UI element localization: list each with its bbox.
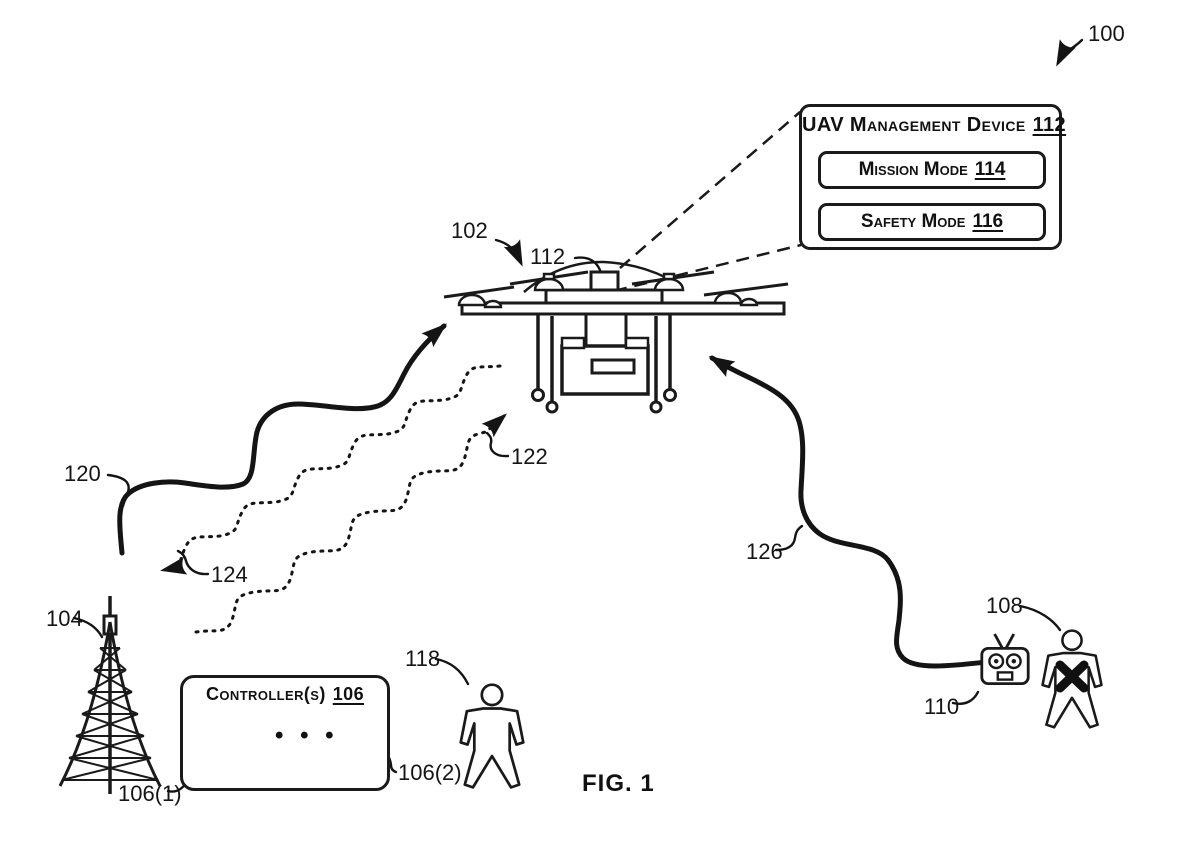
uplink-signal-arrow-122 <box>194 413 507 634</box>
controllers-title-ref: 106 <box>332 684 364 704</box>
remote-control-icon-110 <box>980 632 1030 685</box>
label-126: 126 <box>746 539 783 564</box>
safety-mode-box: Safety Mode 116 <box>818 203 1046 241</box>
x-mark-icon <box>1055 660 1089 693</box>
callout-title-text: UAV Management Device <box>802 114 1026 136</box>
label-108: 108 <box>986 593 1023 618</box>
leader-118 <box>434 657 470 686</box>
uav-drone <box>443 260 789 414</box>
uav-frame-wide-bar <box>460 301 786 316</box>
arrow-100 <box>1056 38 1084 67</box>
leader-108 <box>1018 604 1062 632</box>
leader-120 <box>106 473 130 508</box>
callout-title: UAV Management Device 112 <box>802 114 1066 137</box>
mission-mode-box: Mission Mode 114 <box>818 151 1046 189</box>
label-118: 118 <box>405 646 441 671</box>
leader-126 <box>774 524 804 552</box>
device-box-on-uav <box>589 270 620 292</box>
person-118 <box>459 683 525 789</box>
callout-dashed-line-top <box>619 111 801 269</box>
safety-mode-label: Safety Mode <box>860 211 966 232</box>
label-102: 102 <box>451 218 488 243</box>
label-120: 120 <box>64 461 101 486</box>
controllers-title-text: Controller(s) <box>206 684 326 704</box>
label-110: 110 <box>924 694 960 719</box>
uav-rotor-main-left <box>509 270 589 292</box>
uav-rotor-main-right <box>631 270 715 292</box>
uav-management-device-box: UAV Management Device 112 Mission Mode 114… <box>799 104 1066 250</box>
uav-frame-top-bar <box>544 288 664 305</box>
controllers-title: Controller(s) 106 <box>183 684 387 705</box>
package-flap-left <box>560 336 586 350</box>
uav-rotor-outer-left <box>443 285 515 309</box>
leader-104 <box>72 616 104 639</box>
label-124: 124 <box>211 562 248 587</box>
label-104: 104 <box>46 606 83 631</box>
safety-mode-ref: 116 <box>972 211 1004 232</box>
controllers-box: Controller(s) 106 <box>180 675 390 791</box>
package-flap-right <box>624 336 650 350</box>
label-112: 112 <box>530 244 566 269</box>
leader-110 <box>951 690 980 705</box>
label-106-2: 106(2) <box>398 760 462 785</box>
figure-caption: FIG. 1 <box>582 770 655 797</box>
uav-rotor-outer-right <box>703 282 789 307</box>
label-106-1: 106(1) <box>118 781 182 806</box>
leader-124 <box>176 549 210 576</box>
landing-gear <box>536 305 672 402</box>
control-link-arrow-126 <box>708 355 990 669</box>
leader-122 <box>485 431 510 458</box>
radio-tower <box>58 596 162 794</box>
arrow-102 <box>494 238 523 267</box>
package-band <box>590 358 636 375</box>
mission-mode-label: Mission Mode <box>858 159 968 180</box>
leader-112 <box>573 256 602 272</box>
callout-title-ref: 112 <box>1032 114 1067 136</box>
mission-mode-ref: 114 <box>974 159 1006 180</box>
label-122: 122 <box>511 444 548 469</box>
downlink-signal-arrow-124 <box>160 364 502 575</box>
ellipsis-dots: • • • <box>275 722 339 749</box>
label-100: 100 <box>1088 21 1125 46</box>
flight-path-arrow-120 <box>117 323 448 556</box>
